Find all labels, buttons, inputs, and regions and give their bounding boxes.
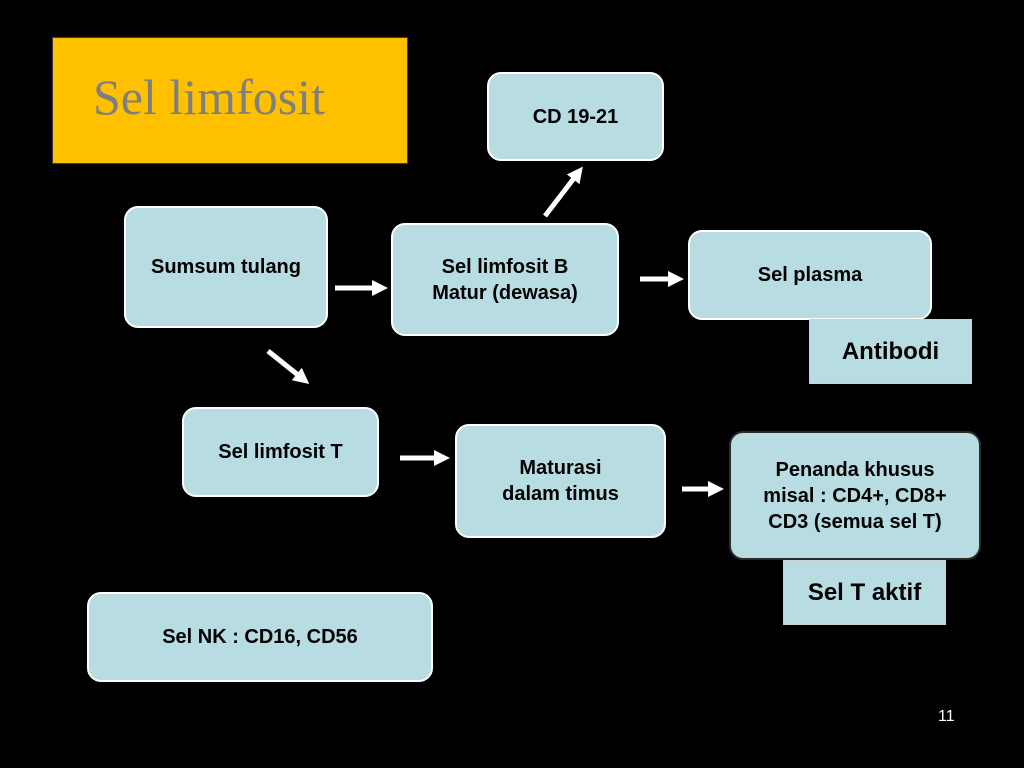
arrow-to-cd19-21: [543, 166, 583, 218]
node-sel-plasma: Sel plasma: [688, 230, 932, 320]
node-sumsum-tulang: Sumsum tulang: [124, 206, 328, 328]
label-sel-t-aktif: Sel T aktif: [783, 560, 946, 625]
title-box: Sel limfosit: [52, 37, 408, 164]
label-antibodi: Antibodi: [809, 319, 972, 384]
node-sel-limfosit-b: Sel limfosit B Matur (dewasa): [391, 223, 619, 336]
node-sel-limfosit-t: Sel limfosit T: [182, 407, 379, 497]
node-penanda-khusus: Penanda khusus misal : CD4+, CD8+ CD3 (s…: [729, 431, 981, 560]
node-cd19-21: CD 19-21: [487, 72, 664, 161]
arrow-sumsum-to-limfosit-t: [266, 349, 310, 384]
page-number: 11: [938, 708, 955, 725]
node-sel-nk: Sel NK : CD16, CD56: [87, 592, 433, 682]
node-maturasi: Maturasi dalam timus: [455, 424, 666, 538]
slide-title: Sel limfosit: [93, 69, 325, 125]
